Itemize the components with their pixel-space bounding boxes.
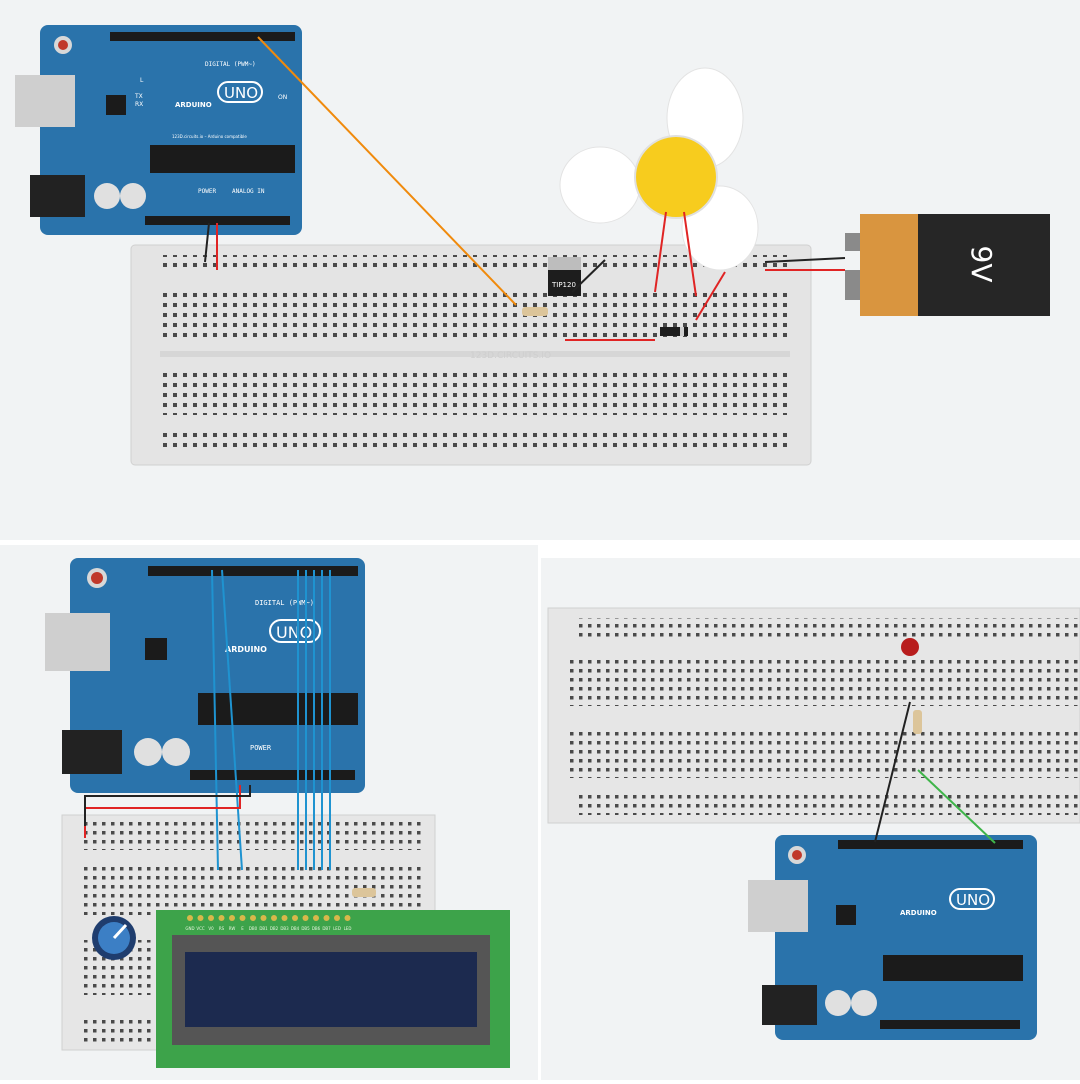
- lcd-pin-label: LED: [344, 926, 352, 931]
- blue-wires: [211, 569, 331, 871]
- power-jack: [30, 175, 85, 217]
- on-label: ON: [278, 94, 287, 101]
- lcd-pin: [239, 915, 246, 921]
- lcd-screen: [185, 952, 477, 1027]
- transistor-tip120: TIP120: [548, 257, 581, 296]
- lcd-pin-label: LED: [333, 926, 341, 931]
- lcd-pin: [281, 915, 288, 921]
- arduino-label-2: ARDUINO: [225, 645, 267, 654]
- wire-led-gnd: [874, 701, 911, 843]
- lcd-pin: [250, 915, 256, 921]
- lcd-pin: [313, 915, 319, 921]
- digital-label: DIGITAL (PWM~): [205, 61, 256, 68]
- lcd-pin-label: GND: [185, 926, 194, 931]
- lcd-pin: [271, 915, 277, 921]
- orange-wire-pin3: [257, 36, 517, 306]
- uno-label-2: UNO: [276, 623, 312, 642]
- uno-label-3: UNO: [956, 891, 990, 909]
- lcd-pin: [334, 915, 340, 921]
- fan-hub: [636, 137, 716, 217]
- analog-label: ANALOG IN: [232, 188, 265, 195]
- compatible-label: 123D.circuits.io – Arduino compatible: [172, 134, 247, 139]
- arduino-lcd: UNO ARDUINO DIGITAL (PWM~) POWER: [45, 558, 365, 793]
- transistor-label: TIP120: [551, 281, 576, 289]
- lcd-pin-label: DB4: [291, 926, 300, 931]
- rx-label: RX: [135, 101, 143, 108]
- power-analog-header: [145, 216, 290, 225]
- resistor-lcd: [352, 888, 376, 897]
- breadboard-top: 123D.CIRCUITS.IO: [130, 244, 812, 466]
- diode: [660, 327, 688, 336]
- battery-label: 9V: [965, 246, 998, 283]
- battery-9v: 9V: [845, 214, 1050, 316]
- wire-led-pin2: [917, 769, 996, 844]
- resistor-top: [522, 307, 548, 316]
- fan-motor: [559, 67, 759, 271]
- lcd-pin: [323, 915, 330, 921]
- lcd-pin: [208, 915, 214, 921]
- lcd-pin-label: DB5: [301, 926, 310, 931]
- lcd-pin: [229, 915, 235, 921]
- digital-header: [110, 32, 295, 41]
- uno-label: UNO: [224, 84, 258, 102]
- resistor-led: [913, 710, 922, 734]
- lcd-pin: [187, 915, 193, 921]
- lcd-pin: [218, 915, 225, 921]
- lcd-pin-label: DB3: [280, 926, 289, 931]
- arduino-label-3: ARDUINO: [900, 909, 937, 917]
- lcd-pin-label: RW: [229, 926, 236, 931]
- lcd-pin-label: DB1: [259, 926, 268, 931]
- lcd-pin-label: VCC: [196, 926, 205, 931]
- digital-label-2: DIGITAL (PWM~): [255, 599, 314, 607]
- l-label: L: [140, 77, 144, 84]
- usb-port: [15, 75, 75, 127]
- breadboard-watermark: 123D.CIRCUITS.IO: [470, 351, 551, 361]
- power-label-2: POWER: [250, 744, 272, 752]
- arduino-top: ARDUINO UNO DIGITAL (PWM~) POWER ANALOG …: [15, 25, 302, 235]
- lcd-pin: [344, 915, 351, 921]
- lcd-pin-label: V0: [208, 926, 214, 931]
- red-led: [901, 638, 919, 656]
- lcd-pin-label: DB2: [270, 926, 279, 931]
- power-label: POWER: [198, 188, 216, 195]
- tx-label: TX: [134, 93, 143, 100]
- lcd-pin-label: DB6: [312, 926, 321, 931]
- lcd-pin-label: DB0: [249, 926, 258, 931]
- arduino-label: ARDUINO: [175, 101, 212, 109]
- arduino-led: UNO ARDUINO: [748, 835, 1037, 1040]
- lcd-pin-label: DB7: [322, 926, 331, 931]
- lcd-pin-label: E: [241, 926, 244, 931]
- lcd-pin-label: RS: [219, 926, 225, 931]
- wire-gnd: [204, 222, 210, 263]
- lcd-pin: [302, 915, 309, 921]
- lcd-pin: [197, 915, 204, 921]
- capacitor-icon: [94, 183, 120, 209]
- microcontroller-chip: [150, 145, 295, 173]
- breadboard-led: [547, 607, 1080, 824]
- lcd-pin: [260, 915, 267, 921]
- lcd-pin: [292, 915, 298, 921]
